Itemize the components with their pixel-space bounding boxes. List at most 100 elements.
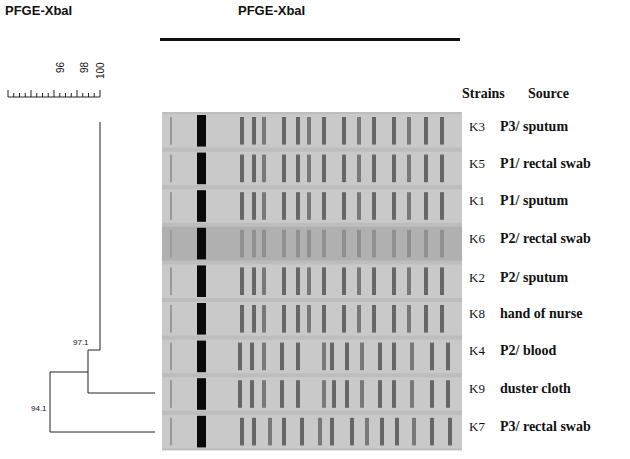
gel-band [250,380,254,408]
gel-band [407,267,411,295]
gel-band [440,230,444,258]
gel-band [197,190,206,222]
gel-band [322,230,326,258]
gel-band [307,305,311,333]
gel-band [446,380,450,408]
gel-band [430,418,434,446]
gel-band [322,305,326,333]
scale-tick [100,90,101,97]
figure-title: PFGE-XbaI [238,3,305,18]
gel-band [322,192,326,220]
gel-band [424,155,428,183]
gel-band [407,117,411,145]
gel-band [262,192,266,220]
gel-band [372,267,376,295]
gel-band [170,192,172,220]
gel-band [378,343,382,371]
gel-band [322,380,326,408]
column-heading: Strains [462,86,505,102]
scale-tick [19,93,20,97]
gel-band [282,267,286,295]
gel-lane [162,114,462,148]
gel-band [322,343,326,371]
gel-band [345,380,349,408]
gel-band [378,380,382,408]
gel-band [240,230,244,258]
scale-tick [82,93,83,97]
gel-band [282,230,286,258]
column-heading: Source [528,86,569,102]
gel-lane [162,152,462,186]
gel-band [238,380,242,408]
gel-band [357,230,361,258]
gel-band [296,305,300,333]
gel-band [407,230,411,258]
strain-label: K3 [469,119,485,135]
scale-tick [71,93,72,97]
gel-band [357,305,361,333]
gel-band [440,305,444,333]
gel-band [424,192,428,220]
gel-band [262,267,266,295]
gel-ground [162,112,462,450]
gel-band [250,343,254,371]
gel-band [392,230,396,258]
gel-band [410,343,414,371]
gel-band [332,380,336,408]
gel-band [282,155,286,183]
source-label: P1/ rectal swab [500,156,591,172]
strain-label: K7 [469,419,485,435]
gel-band [365,418,369,446]
strain-label: K5 [469,156,485,172]
gel-band [446,343,450,371]
gel-band [252,305,256,333]
scale-tick [88,93,89,97]
gel-band [307,192,311,220]
gel-band [440,117,444,145]
scale-number: 98 [79,62,90,73]
gel-band [197,303,206,335]
gel-band [424,267,428,295]
figure-title: PFGE-XbaI [5,3,72,18]
source-label: P2/ rectal swab [500,231,591,247]
gel-band [424,117,428,145]
scale-tick [48,93,49,97]
gel-band [296,230,300,258]
gel-band [170,305,172,333]
gel-band [440,267,444,295]
gel-band [357,192,361,220]
gel-band [252,117,256,145]
gel-lane [162,340,462,374]
similarity-value: 97.1 [72,338,90,347]
gel-band [440,192,444,220]
gel-band [240,418,244,446]
gel-band [372,230,376,258]
gel-band [307,117,311,145]
gel-band [262,230,266,258]
gel-band [238,343,242,371]
gel-band [282,117,286,145]
gel-band [262,343,266,371]
gel-band [407,155,411,183]
gel-band [280,380,284,408]
gel-band [252,418,256,446]
gel-lane [162,302,462,336]
gel-band [372,117,376,145]
scale-tick [94,93,95,97]
source-label: duster cloth [500,381,571,397]
gel-band [262,305,266,333]
gel-band [342,117,346,145]
gel-band [440,155,444,183]
gel-band [197,341,206,373]
gel-band [392,192,396,220]
strain-label: K4 [469,343,485,359]
gel-band [240,267,244,295]
strain-label: K8 [469,306,485,322]
source-label: P3/ sputum [500,119,568,135]
gel-band [372,155,376,183]
gel-band [262,117,266,145]
source-label: P2/ blood [500,343,556,359]
gel-band [322,117,326,145]
gel-band [170,155,172,183]
gel-band [252,155,256,183]
